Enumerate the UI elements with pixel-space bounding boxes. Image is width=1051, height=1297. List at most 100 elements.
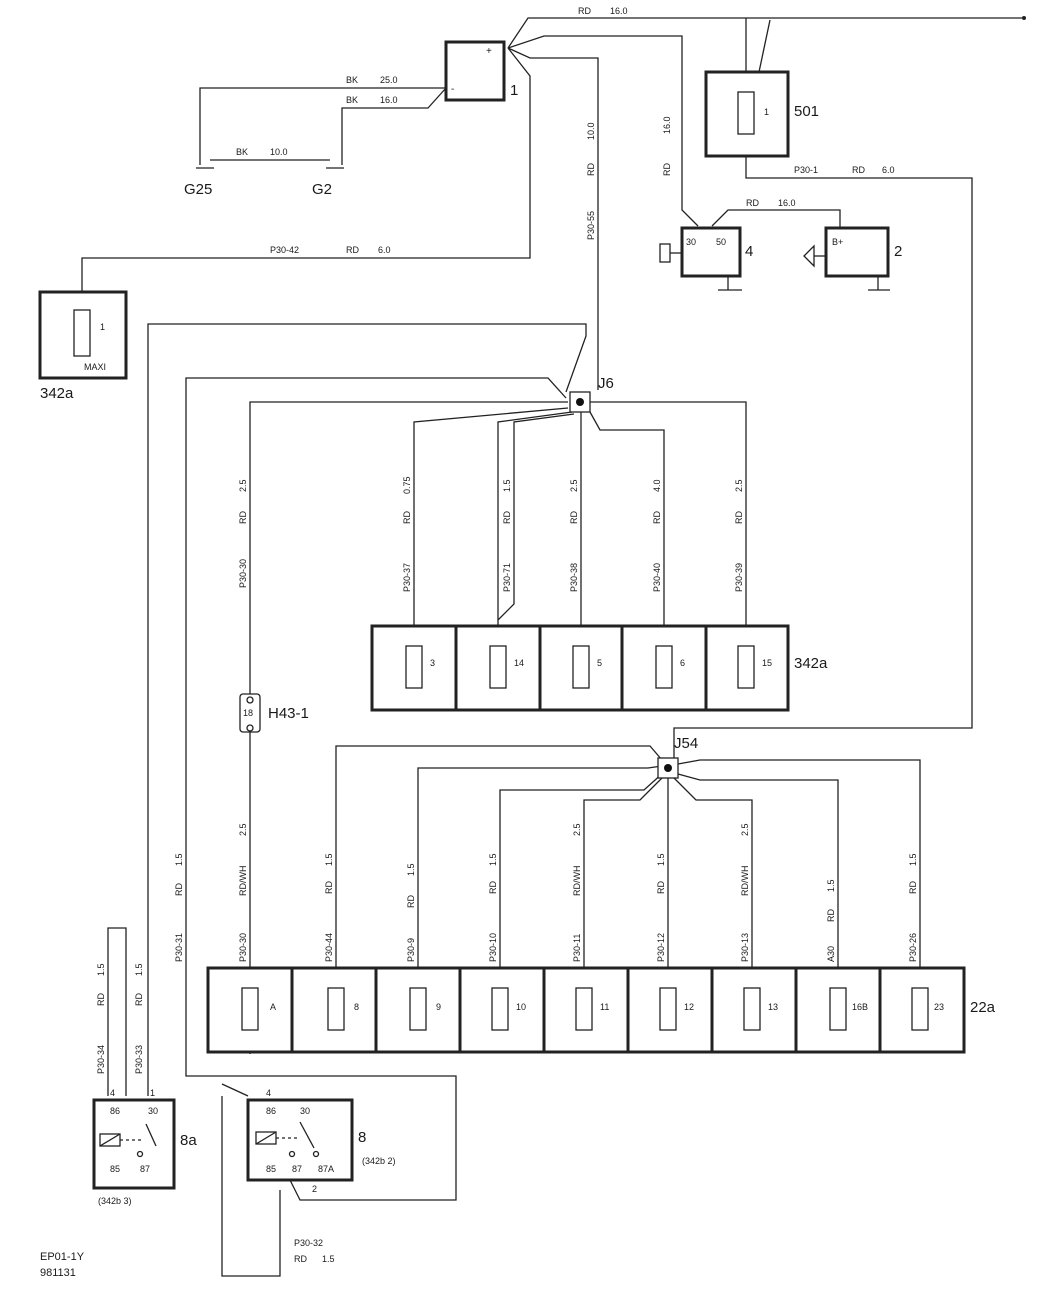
- wire-label: P30-33: [134, 1045, 144, 1074]
- wire-label: RD: [746, 198, 759, 208]
- relay-8-ref: (342b 2): [362, 1156, 396, 1166]
- maxi-fuse-box: 1 MAXI 342a: [38, 290, 128, 402]
- wire-label: 1.5: [174, 853, 184, 866]
- wire-label: RD: [502, 511, 512, 524]
- wire-label: 1.5: [134, 963, 144, 976]
- wire-label: P30-38: [569, 563, 579, 592]
- wire-label: 16.0: [778, 198, 796, 208]
- wire-label: P30-44: [324, 933, 334, 962]
- wire-label: 1.5: [656, 853, 666, 866]
- relay-8a-coil-icon: [99, 1123, 157, 1158]
- wire-label: 1.5: [322, 1254, 335, 1264]
- relay-8-pin-87a: 87A: [318, 1164, 334, 1174]
- fuse-22a-10: 10: [516, 1002, 526, 1012]
- wire-label: 4.0: [652, 479, 662, 492]
- alternator-id: 2: [894, 243, 902, 260]
- wire-label: P30-12: [656, 933, 666, 962]
- wire-label: RD: [96, 993, 106, 1006]
- wire-label: 6.0: [378, 245, 391, 255]
- starter-id: 4: [745, 243, 753, 260]
- wire-label: P30-31: [174, 933, 184, 962]
- junction-j6: J6: [569, 375, 614, 413]
- wire-label: RD/WH: [572, 866, 582, 897]
- wire-label: P30-13: [740, 933, 750, 962]
- ground-g25: G25: [184, 167, 214, 198]
- wire-label: RD/WH: [238, 866, 248, 897]
- footer-date: 981131: [40, 1267, 76, 1279]
- wire-label: 16.0: [380, 95, 398, 105]
- wire-label: P30-71: [502, 563, 512, 592]
- relay-8-bottom-pin: 2: [312, 1184, 317, 1194]
- wire-label: RD: [294, 1254, 307, 1264]
- wire-label: 16.0: [662, 116, 672, 134]
- wire-label: 10.0: [586, 122, 596, 140]
- relay-8-top-left: 4: [266, 1088, 271, 1098]
- wire-label: 1.5: [908, 853, 918, 866]
- fuse-342a-14: 14: [514, 658, 524, 668]
- maxi-box-id: 342a: [40, 385, 74, 402]
- wire-label: 0.75: [402, 476, 412, 494]
- wire-label: BK: [346, 95, 358, 105]
- fuse-342a-5: 5: [597, 658, 602, 668]
- junction-j54-label: J54: [674, 735, 698, 752]
- wire-label: 6.0: [882, 165, 895, 175]
- starter-pin-50: 50: [716, 237, 726, 247]
- relay-8-coil-icon: [255, 1121, 320, 1158]
- relay-8-pin-86: 86: [266, 1106, 276, 1116]
- wire-label: RD: [569, 511, 579, 524]
- wire-label: 1.5: [502, 479, 512, 492]
- alternator-ground-icon: [868, 276, 890, 291]
- relay-8-pin-30: 30: [300, 1106, 310, 1116]
- relay-8a-pin-85: 85: [110, 1164, 120, 1174]
- wire-label: 2.5: [740, 823, 750, 836]
- wire-label: RD: [826, 909, 836, 922]
- wire-label: RD: [662, 163, 672, 176]
- ground-g2-label: G2: [312, 181, 332, 198]
- wire-label: P30-40: [652, 563, 662, 592]
- wire-label: RD: [652, 511, 662, 524]
- wire-label: RD: [346, 245, 359, 255]
- fuse-342a-15: 15: [762, 658, 772, 668]
- relay-8a-top-left: 4: [110, 1088, 115, 1098]
- relay-8a-pin-30: 30: [148, 1106, 158, 1116]
- wire-label: 2.5: [572, 823, 582, 836]
- wire-label: RD/WH: [740, 866, 750, 897]
- wire-label: RD: [406, 895, 416, 908]
- fuse-22a-8: 8: [354, 1002, 359, 1012]
- alternator: B+ 2: [803, 226, 902, 291]
- wire-label: RD: [578, 6, 591, 16]
- relay-8-pin-85: 85: [266, 1164, 276, 1174]
- relay-8-id: 8: [358, 1129, 366, 1146]
- wire-label: 1.5: [406, 863, 416, 876]
- wire-label: P30-26: [908, 933, 918, 962]
- wire-label: 2.5: [569, 479, 579, 492]
- wire-label: P30-1: [794, 165, 818, 175]
- wire-label: RD: [238, 511, 248, 524]
- wire-label: RD: [174, 883, 184, 896]
- connector-h43-id: H43-1: [268, 705, 309, 722]
- main-fuse-number: 1: [764, 107, 769, 117]
- wire-label: P30-32: [294, 1238, 323, 1248]
- wire-label: RD: [852, 165, 865, 175]
- relay-8a-id: 8a: [180, 1132, 197, 1149]
- ground-g2: G2: [312, 167, 344, 198]
- fuse-box-342a-id: 342a: [794, 655, 828, 672]
- fuse-22a-9: 9: [436, 1002, 441, 1012]
- wire-label: RD: [488, 881, 498, 894]
- wire-label: 2.5: [734, 479, 744, 492]
- wire-label: P30-30: [238, 933, 248, 962]
- maxi-fuse-number: 1: [100, 322, 105, 332]
- battery-id: 1: [510, 82, 518, 99]
- wire-label: P30-42: [270, 245, 299, 255]
- wire-label: P30-9: [406, 938, 416, 962]
- wire-label: RD: [734, 511, 744, 524]
- fuse-22a-A: A: [270, 1002, 276, 1012]
- junction-j6-label: J6: [598, 375, 614, 392]
- wire-label: BK: [346, 75, 358, 85]
- connector-h43-1: 18 H43-1: [239, 693, 309, 733]
- relay-8-pin-87: 87: [292, 1164, 302, 1174]
- wire-label: BK: [236, 147, 248, 157]
- wire-label: RD: [134, 993, 144, 1006]
- wire-label: 2.5: [238, 479, 248, 492]
